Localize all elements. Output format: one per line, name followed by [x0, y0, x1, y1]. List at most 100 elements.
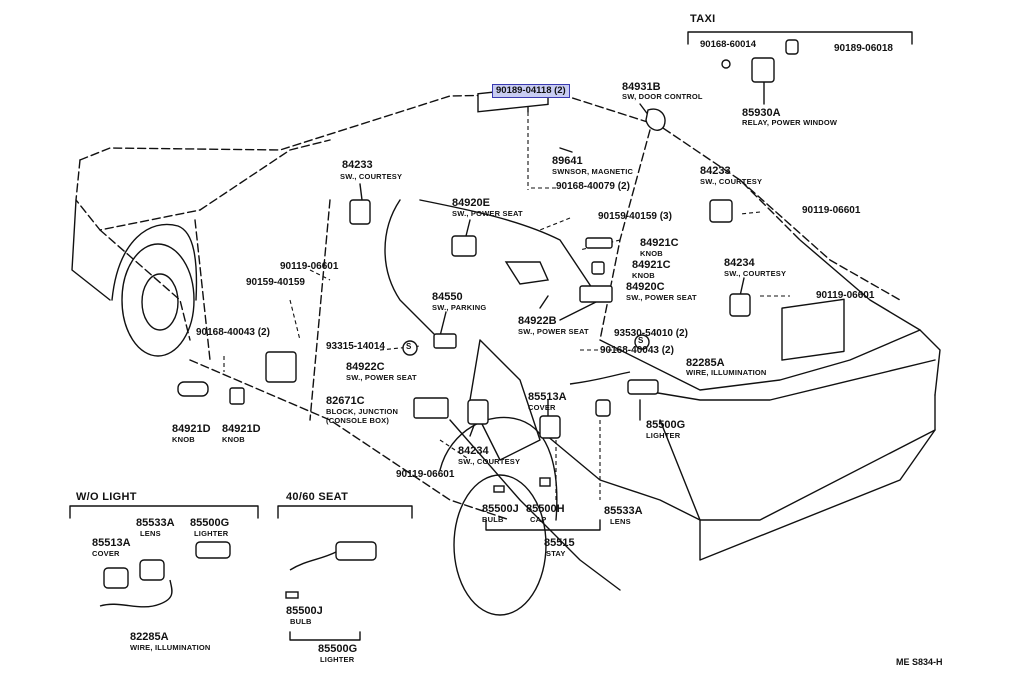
part-84233-r: 84233: [700, 165, 731, 177]
part-82285a: 82285A: [686, 357, 725, 369]
part-85930a: 85930A: [742, 107, 781, 119]
car-door-line: [309, 199, 331, 421]
seat-part-85500g: 85500G: [318, 643, 358, 655]
part-84550-desc: SW., PARKING: [432, 303, 487, 312]
s-mark-1-label: S: [406, 342, 412, 351]
leader-84922b: [539, 295, 549, 309]
part-85515: 85515: [544, 537, 575, 549]
knob-84921d-b: [229, 387, 245, 405]
part-84922b-desc: SW., POWER SEAT: [518, 327, 589, 336]
part-84233-r-desc: SW., COURTESY: [700, 177, 763, 186]
part-85500g-desc: LIGHTER: [646, 431, 681, 440]
wo-part-85513a: 85513A: [92, 537, 131, 549]
part-90168-40043-r: 90168-40043 (2): [600, 345, 674, 356]
part-84234-l-desc: SW., COURTESY: [458, 457, 521, 466]
rear-tire: [453, 474, 547, 616]
group-taxi: TAXI: [690, 13, 716, 25]
leader-84920e: [465, 219, 471, 237]
part-84922b: 84922B: [518, 315, 557, 327]
leader-84550: [439, 311, 447, 337]
part-90119-06601-r2: 90119-06601: [816, 290, 875, 301]
bumper-line: [639, 359, 936, 401]
part-90159-40159: 90159-40159: [246, 277, 305, 288]
wo-lighter: [195, 541, 231, 559]
front-wheel-arch: [111, 223, 198, 301]
wo-part-85533a-desc: LENS: [140, 529, 161, 538]
part-85533a-desc: LENS: [610, 517, 631, 526]
wo-part-82285a: 82285A: [130, 631, 169, 643]
wo-part-85533a: 85533A: [136, 517, 175, 529]
car-c-pillar: [599, 129, 651, 341]
seat-lighter: [335, 541, 377, 561]
group-wo-light: W/O LIGHT: [76, 491, 137, 503]
rear-wheel-arch: [439, 416, 558, 521]
seat-part-85500g-desc: LIGHTER: [320, 655, 355, 664]
part-84920c-desc: SW., POWER SEAT: [626, 293, 697, 302]
taxi-bracket: [687, 31, 913, 45]
courtesy-switch-r: [709, 199, 733, 223]
part-85513a-desc: COVER: [528, 403, 556, 412]
front-rim: [141, 273, 179, 331]
wo-part-82285a-desc: WIRE, ILLUMINATION: [130, 643, 211, 652]
front-bumper: [71, 199, 111, 301]
part-84921c-b-desc: KNOB: [632, 271, 655, 280]
illumination-wire: [569, 371, 631, 385]
seat-wire: [289, 551, 337, 571]
license-plate: [781, 298, 845, 361]
power-seat-switch-b: [504, 261, 550, 285]
power-seat-switch-84922c: [265, 351, 297, 383]
part-84921c-a: 84921C: [640, 237, 679, 249]
lens-85533a: [595, 399, 611, 417]
part-82671c-desc1: BLOCK, JUNCTION: [326, 407, 399, 416]
part-84931b-desc: SW, DOOR CONTROL: [622, 92, 703, 101]
part-84920e: 84920E: [452, 197, 490, 209]
leader-89641: [559, 147, 573, 153]
wo-part-85500g: 85500G: [190, 517, 230, 529]
part-85500j: 85500J: [482, 503, 519, 515]
part-84920e-desc: SW., POWER SEAT: [452, 209, 523, 218]
junction-block: [413, 397, 449, 419]
part-90168-40079: 90168-40079 (2): [556, 181, 630, 192]
seat-part-85500j: 85500J: [286, 605, 323, 617]
knob-84921c-b: [591, 261, 605, 275]
rear-seat-back: [419, 199, 601, 321]
power-seat-switch-c: [579, 285, 613, 303]
part-90168-40043-l: 90168-40043 (2): [196, 327, 270, 338]
part-90189-04118: 90189-04118 (2): [492, 84, 570, 98]
car-roofline: [79, 93, 801, 241]
part-84921d-b-desc: KNOB: [222, 435, 245, 444]
car-hood: [75, 159, 201, 231]
car-door-edge: [194, 219, 211, 361]
part-93530-54010: 93530-54010 (2): [614, 328, 688, 339]
part-84931b: 84931B: [622, 81, 661, 93]
front-seat: [384, 199, 441, 341]
knob-84921c-a: [585, 237, 613, 249]
part-85533a: 85533A: [604, 505, 643, 517]
diagram-code: ME S834-H: [896, 657, 943, 667]
part-85500g: 85500G: [646, 419, 686, 431]
part-84921c-a-desc: KNOB: [640, 249, 663, 258]
wo-lens: [139, 559, 165, 581]
courtesy-switch-84234-l: [467, 399, 489, 425]
part-84234-r: 84234: [724, 257, 755, 269]
car-rear-window: [739, 179, 901, 301]
s-mark-1: [402, 340, 418, 356]
screw-90189-06018: [785, 39, 799, 55]
part-90119-06601-l: 90119-06601: [280, 261, 339, 272]
stay-bracket: [485, 519, 601, 531]
part-85513a: 85513A: [528, 391, 567, 403]
car-windshield: [199, 139, 331, 211]
seat-bulb: [285, 591, 299, 599]
group-40-60-seat: 40/60 SEAT: [286, 491, 349, 503]
courtesy-switch-84234-r: [729, 293, 751, 317]
part-93315-14014: 93315-14014: [326, 341, 385, 352]
cap-85500h: [539, 477, 551, 487]
part-89641-desc: SWNSOR, MAGNETIC: [552, 167, 634, 176]
part-84233-l: 84233: [342, 159, 373, 171]
part-85500h: 85500H: [526, 503, 565, 515]
car-trunk-lid: [799, 239, 941, 396]
car-side-upper: [99, 229, 191, 341]
part-82671c: 82671C: [326, 395, 365, 407]
